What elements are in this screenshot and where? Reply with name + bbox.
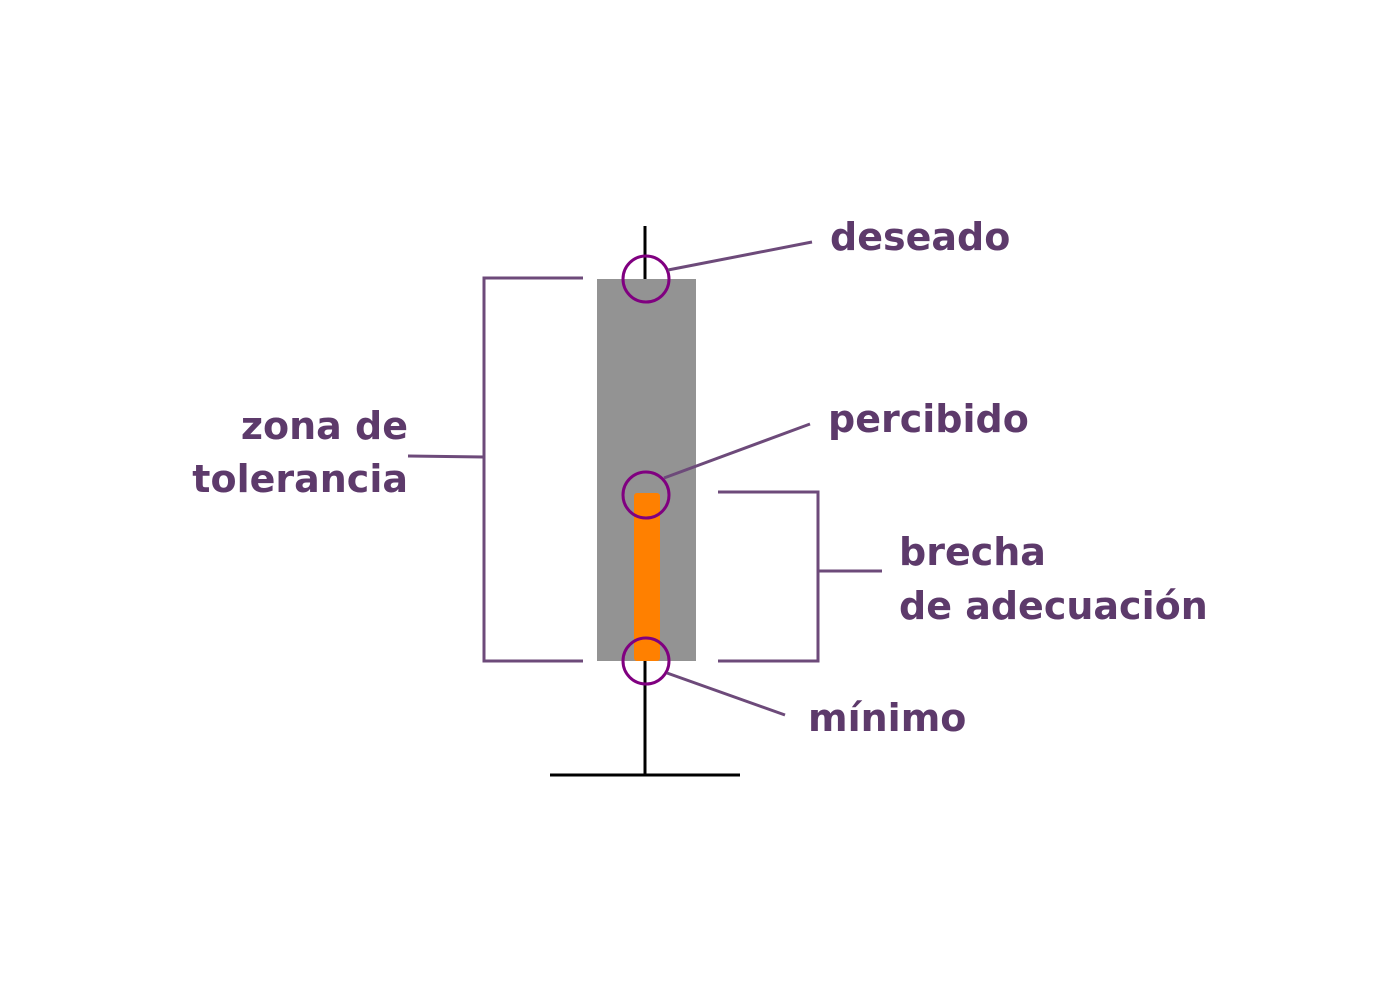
- perceived-marker-circle: [621, 470, 671, 520]
- perceived-label: percibido: [828, 397, 1029, 441]
- tolerance-zone-label-line-2: tolerancia: [192, 457, 408, 501]
- tolerance-zone-bracket-tick: [407, 454, 485, 459]
- perceived-level-bar: [634, 493, 660, 661]
- adequacy-gap-label-line-2: de adecuación: [899, 584, 1208, 628]
- adequacy-gap-label-line-1: brecha: [899, 530, 1046, 574]
- minimum-marker-circle: [621, 636, 671, 686]
- desired-leader-line: [667, 240, 813, 272]
- minimum-label: mínimo: [808, 696, 966, 740]
- adequacy-gap-bracket: [718, 490, 820, 663]
- desired-label: deseado: [830, 215, 1010, 259]
- minimum-leader-line: [666, 671, 786, 717]
- tolerance-zone-label-line-1: zona de: [241, 404, 408, 448]
- perceived-leader-line: [663, 422, 811, 480]
- tolerance-zone-bracket: [482, 276, 583, 663]
- desired-marker-circle: [621, 254, 671, 304]
